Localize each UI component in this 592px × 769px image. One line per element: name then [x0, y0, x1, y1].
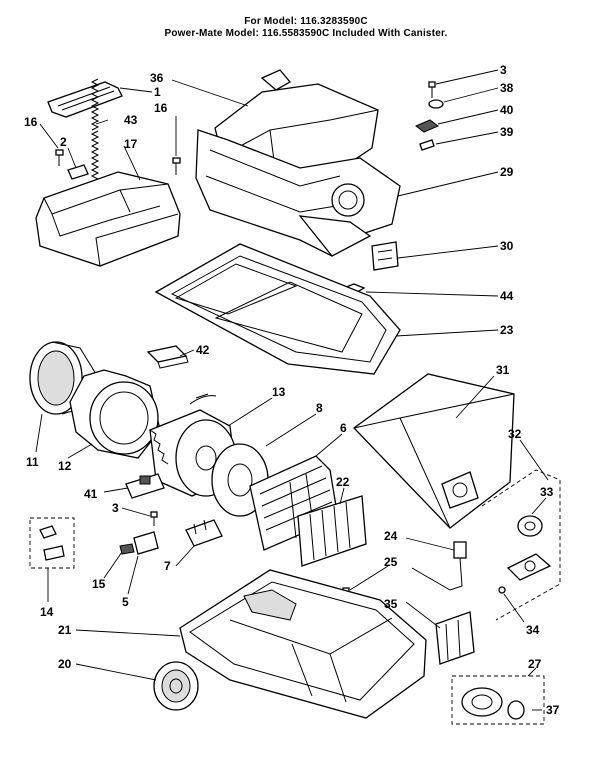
label-part-7: 7: [164, 559, 171, 573]
label-part-44: 44: [500, 289, 514, 303]
screw-part-left: [55, 149, 64, 166]
screw-part-mid: [150, 511, 158, 526]
filter-ring-part: [29, 341, 97, 415]
label-part-43: 43: [124, 113, 138, 127]
label-part-16-left: 16: [24, 115, 38, 129]
leader-lines: [35, 69, 549, 711]
screw-part-right: [172, 157, 181, 175]
label-part-24: 24: [384, 529, 398, 543]
latch-part: [67, 164, 89, 180]
handle-grip-part: [47, 81, 123, 118]
label-part-27: 27: [528, 657, 542, 671]
motor-housing-part: [69, 369, 161, 459]
label-part-20: 20: [58, 657, 72, 671]
screw-part-right-lower: [498, 586, 506, 594]
clip-part: [419, 139, 435, 151]
cord-clip-part: [185, 519, 223, 547]
label-part-25: 25: [384, 555, 398, 569]
label-part-21: 21: [58, 623, 72, 637]
label-part-11: 11: [26, 455, 39, 469]
label-part-14: 14: [40, 605, 54, 619]
label-part-32: 32: [508, 427, 522, 441]
label-part-37: 37: [546, 703, 560, 717]
label-part-3-top: 3: [500, 63, 507, 77]
label-part-40: 40: [500, 103, 514, 117]
filter-panel-part: [297, 495, 367, 567]
cord-harness-part: [411, 541, 467, 591]
lid-frame-part: [154, 243, 401, 375]
label-part-31: 31: [496, 363, 510, 377]
upper-housing-part: [195, 129, 401, 257]
label-part-41: 41: [84, 487, 98, 501]
parts-group-box-32: [481, 469, 561, 621]
label-part-42: 42: [196, 343, 210, 357]
header-model-line: For Model: 116.3283590C: [244, 16, 368, 27]
handle-base-part: [35, 171, 181, 267]
screw-part-top-right: [428, 81, 436, 98]
label-part-36: 36: [150, 71, 164, 85]
canister-base-part: [179, 569, 427, 719]
dust-bag-part: [353, 373, 515, 529]
label-part-30: 30: [500, 239, 514, 253]
spring-part: [90, 78, 100, 183]
button-part: [428, 99, 444, 109]
label-part-13: 13: [272, 385, 286, 399]
label-part-34: 34: [526, 623, 540, 637]
label-part-23: 23: [500, 323, 514, 337]
label-part-38: 38: [500, 81, 514, 95]
parts-group-box-14: [29, 517, 75, 569]
label-part-29: 29: [500, 165, 514, 179]
label-part-35: 35: [384, 597, 398, 611]
label-part-1: 1: [154, 85, 161, 99]
bracket-part: [146, 345, 189, 369]
label-part-33: 33: [540, 485, 554, 499]
label-part-15: 15: [92, 577, 106, 591]
release-button-part: [415, 119, 439, 133]
connector-part: [119, 531, 159, 555]
label-part-22: 22: [336, 475, 350, 489]
label-part-3-mid: 3: [112, 501, 119, 515]
label-part-6: 6: [340, 421, 347, 435]
switch-part: [125, 473, 165, 499]
label-part-39: 39: [500, 125, 514, 139]
parts-group-box-27: [451, 675, 545, 725]
header-powermate-line: Power-Mate Model: 116.5583590C Included …: [164, 28, 448, 39]
label-part-5: 5: [122, 595, 129, 609]
label-part-2: 2: [60, 135, 67, 149]
latch-bracket-part: [371, 241, 399, 271]
label-part-8: 8: [316, 401, 323, 415]
terminal-block-part: [435, 611, 475, 665]
label-part-17: 17: [124, 137, 138, 151]
wheel-part: [153, 661, 199, 711]
label-part-12: 12: [58, 459, 72, 473]
label-part-16-right: 16: [154, 101, 168, 115]
